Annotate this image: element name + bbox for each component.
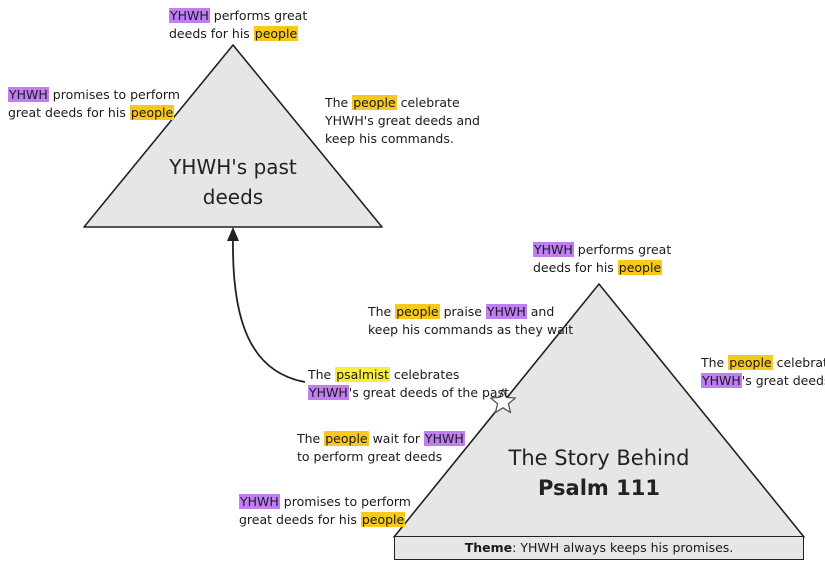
label-text: celebrate <box>776 355 825 370</box>
highlight-yhwh: YHWH <box>308 385 349 400</box>
bottom-label-upper-left: The people praise YHWH and keep his comma… <box>368 303 573 339</box>
highlight-people: people <box>360 512 406 527</box>
highlight-yhwh: YHWH <box>423 431 465 446</box>
label-text: keep his commands as they wait <box>368 322 574 337</box>
highlight-people: people <box>324 431 369 446</box>
label-text: deeds for his <box>533 260 618 275</box>
arrowhead <box>227 227 239 241</box>
bottom-label-middle-left: The people wait for YHWH to perform great… <box>297 430 465 466</box>
bottom-triangle-title: The Story Behind Psalm 111 <box>474 443 724 503</box>
highlight-people: people <box>129 105 175 120</box>
highlight-people: people <box>352 95 397 110</box>
label-text: The <box>325 95 353 110</box>
label-text: and <box>526 304 555 319</box>
label-text: praise <box>439 304 486 319</box>
theme-bar: Theme: YHWH always keeps his promises. <box>394 536 804 560</box>
star-icon <box>489 388 517 414</box>
label-text: performs great <box>573 242 672 257</box>
label-text: The <box>308 367 336 382</box>
highlight-yhwh: YHWH <box>701 373 742 388</box>
bottom-title-line1: The Story Behind <box>508 446 690 470</box>
label-text: keep his commands. <box>325 131 454 146</box>
theme-label: Theme <box>464 540 513 555</box>
label-text: The <box>701 355 729 370</box>
label-text: wait for <box>368 431 424 446</box>
label-text: promises to perform <box>279 494 411 509</box>
bottom-label-lower-left: YHWH promises to perform great deeds for … <box>239 493 411 529</box>
label-text: The <box>297 431 325 446</box>
highlight-psalmist: psalmist <box>335 367 390 382</box>
label-text: deeds for his <box>169 26 254 41</box>
label-text: YHWH's great deeds and <box>325 113 480 128</box>
bottom-label-apex: YHWH performs great deeds for his people <box>533 241 671 277</box>
top-triangle-title: YHWH's past deeds <box>169 155 297 209</box>
top-label-apex: YHWH performs great deeds for his people <box>169 7 307 43</box>
highlight-people: people <box>728 355 773 370</box>
highlight-yhwh: YHWH <box>169 8 210 23</box>
label-text: 's great deeds of the past <box>348 385 509 400</box>
label-text: performs great <box>209 8 308 23</box>
label-text: to perform great deeds <box>297 449 443 464</box>
label-text: The <box>368 304 396 319</box>
highlight-yhwh: YHWH <box>533 242 574 257</box>
label-text: great deeds for his <box>239 512 361 527</box>
highlight-people: people <box>395 304 440 319</box>
top-label-left: YHWH promises to perform great deeds for … <box>8 86 180 122</box>
highlight-people: people <box>617 260 663 275</box>
arrow-icon <box>232 239 306 383</box>
label-text: celebrate <box>396 95 460 110</box>
label-text: promises to perform <box>48 87 180 102</box>
highlight-yhwh: YHWH <box>485 304 527 319</box>
label-text: celebrates <box>389 367 460 382</box>
bottom-title-line2: Psalm 111 <box>538 476 660 500</box>
highlight-people: people <box>253 26 299 41</box>
theme-text: : YHWH always keeps his promises. <box>512 540 734 555</box>
label-text: 's great deeds <box>741 373 825 388</box>
highlight-yhwh: YHWH <box>8 87 49 102</box>
highlight-yhwh: YHWH <box>239 494 280 509</box>
label-text: great deeds for his <box>8 105 130 120</box>
